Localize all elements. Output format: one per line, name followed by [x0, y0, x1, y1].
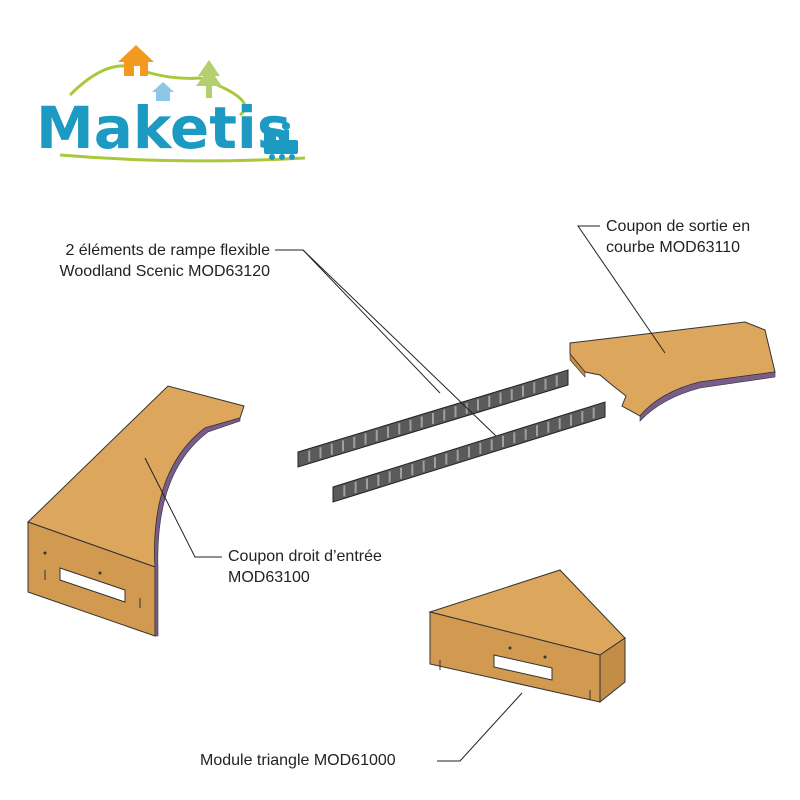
triangle-slot: [493, 654, 553, 681]
label-exit-line2: courbe MOD63110: [606, 239, 740, 256]
label-entry-line2: MOD63100: [228, 569, 310, 586]
label-ramp-line1: 2 éléments de rampe flexible: [65, 242, 270, 259]
leader-lines: [144, 225, 666, 762]
label-entry: Coupon droit d’entrée MOD63100: [228, 546, 382, 588]
train-icon: [264, 122, 298, 160]
leader-ramp-2: [302, 249, 497, 437]
orange-house-icon: [118, 45, 154, 76]
leader-entry: [144, 457, 222, 558]
entry-slot: [59, 567, 126, 603]
maketis-logo: Maketis: [36, 45, 306, 163]
entry-coupon-piece: [27, 385, 245, 637]
leader-exit: [577, 225, 666, 354]
tree-icon: [196, 60, 222, 98]
logo-hill-line: [68, 64, 247, 117]
ramp-element-1: [297, 369, 569, 468]
label-triangle: Module triangle MOD61000: [200, 752, 396, 769]
label-ramp-line2: Woodland Scenic MOD63120: [59, 263, 271, 280]
label-entry-line1: Coupon droit d’entrée: [228, 548, 382, 565]
logo-text: Maketis: [36, 94, 291, 162]
triangle-module-piece: [428, 569, 626, 704]
logo-ground-line: [59, 153, 306, 163]
label-exit: Coupon de sortie en courbe MOD63110: [606, 216, 750, 258]
label-ramp: 2 éléments de rampe flexible Woodland Sc…: [60, 240, 271, 282]
label-exit-line1: Coupon de sortie en: [606, 218, 751, 235]
leader-triangle: [437, 692, 523, 762]
exit-coupon-piece: [569, 321, 776, 422]
leader-ramp-1: [275, 249, 441, 394]
blue-house-icon: [152, 82, 174, 101]
ramp-element-2: [332, 401, 606, 503]
